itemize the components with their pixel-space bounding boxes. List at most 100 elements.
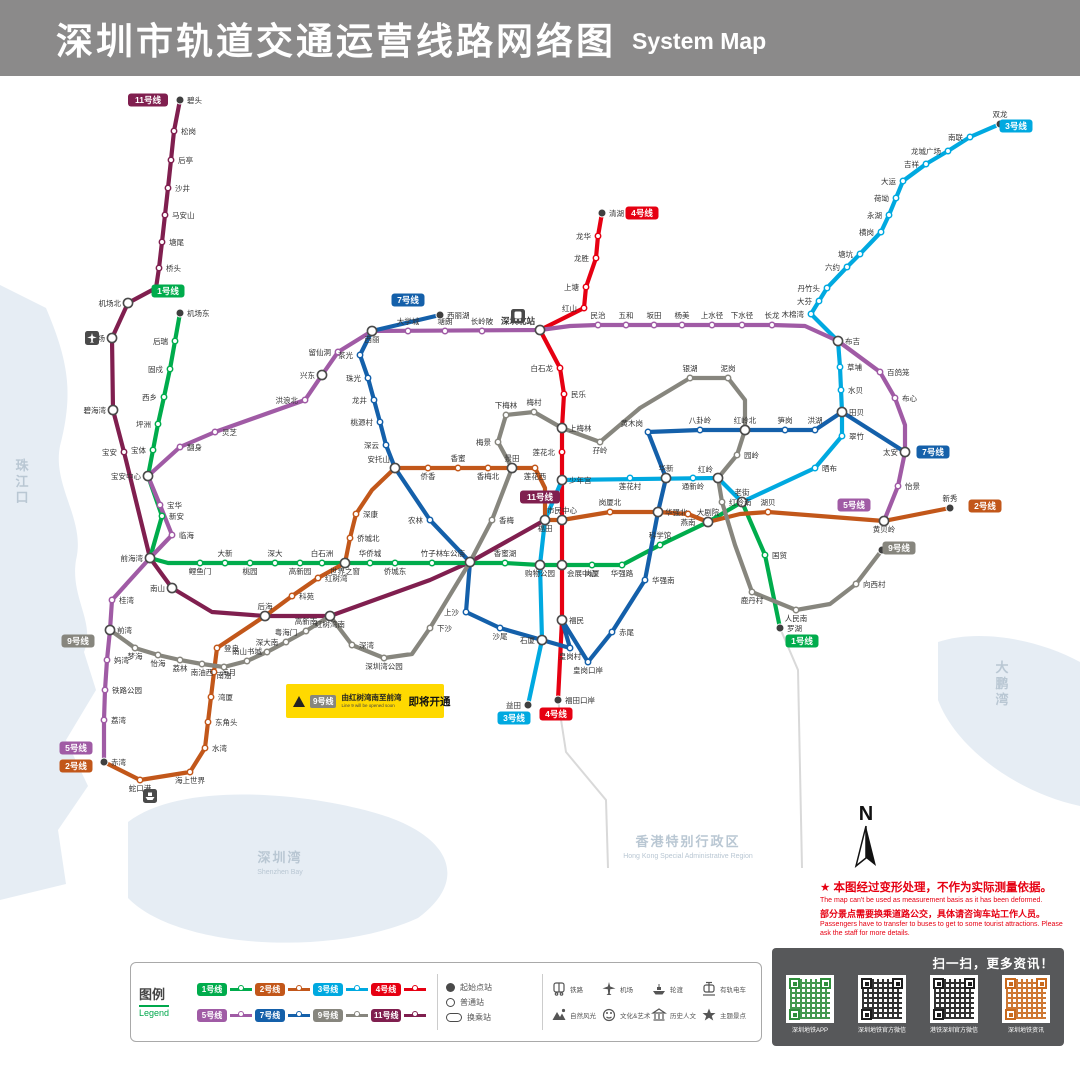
station-label: 沙尾 [493,632,508,641]
station [837,386,845,394]
line-sample [404,985,426,991]
station-interchange [836,406,848,418]
station-terminus [597,208,607,218]
theme-spot-icon [702,1008,716,1021]
station-label: 高新园 [289,566,312,576]
train-wheel [519,319,521,321]
facility-tram: 有轨电车 [701,981,751,997]
station-label: 宝华 [167,500,182,510]
station-interchange [556,422,568,434]
station [171,337,179,345]
station [494,438,502,446]
station-terminus [945,503,955,513]
line9-badge: 9号线 [310,694,337,708]
station [346,534,354,542]
station-label: 丹竹头 [798,283,821,293]
station-label: 大学城 [397,316,420,326]
station-label: 怡海 [151,658,166,668]
station-label: 红山 [562,303,577,313]
station-terminus [435,310,445,320]
station [684,510,692,518]
station [391,559,399,567]
qr-code-wechat: 深圳地铁官方微信 [854,975,910,1034]
station-label: 后瑞 [153,336,168,346]
station-label: 荷坳 [874,193,889,203]
station [815,297,823,305]
station-interchange [739,424,751,436]
station-interchange [556,514,568,526]
station [334,348,342,356]
station-label: 深云 [364,441,379,450]
station-label: 茶光 [338,350,353,360]
ferry-icon [653,984,665,995]
station-label: 碧海湾 [84,405,107,415]
station-label: 益田 [506,700,521,710]
station-sample-dot [354,1011,360,1017]
station-label: 大运 [881,176,896,186]
station-interchange [556,474,568,486]
plane-glyph [87,333,97,343]
station [176,656,184,664]
station [196,559,204,567]
station-label: 荔林 [173,663,188,673]
station [167,156,175,164]
tram-icon [703,981,715,996]
qr-panel: 扫一扫，更多资讯！ 深圳地铁APP 深圳地铁官方微信 港铁深圳官方微信 深圳地铁… [772,948,1064,1046]
notice-status: 即将开通 [408,695,451,708]
station-interchange [832,335,844,347]
culture-art-icon [602,1008,616,1022]
station [352,510,360,518]
station-label: 香梅北 [477,471,500,481]
station [158,512,166,520]
legend-line-1: 1号线 [197,982,255,996]
station-label: 福民 [569,616,584,625]
station-label: 南联 [948,132,963,142]
station [204,718,212,726]
station-label: 通新岭 [682,481,705,491]
water-label-en: Hong Kong Special Administrative Region [623,853,753,860]
station [213,644,221,652]
station-label: 梅景 [476,437,491,447]
station-label: 荔湾 [111,715,126,725]
station-interchange [878,515,890,527]
station-interchange [534,324,546,336]
station-label: 湾厦 [218,692,233,702]
station-interchange [899,446,911,458]
station-label: 固戍 [148,364,163,374]
station [502,411,510,419]
station-label: 华侨城 [359,548,382,558]
station-terminus [175,308,185,318]
station-label: 东角头 [215,717,238,727]
line-sample [288,1011,310,1017]
station [108,596,116,604]
station-label: 湖贝 [761,498,776,507]
compass: N [844,804,888,873]
station [314,574,322,582]
legend-line-list: 1号线 2号线 3号线 4号线 5号线 7号线 9号线 11号线 [197,976,429,1028]
station [761,551,769,559]
metro-line-9 [107,375,885,670]
station-label: 前海湾 [121,553,144,563]
station [501,559,509,567]
station-label: 横岗 [859,227,874,237]
station-label: 老街 [735,487,750,497]
line-badge [61,634,95,648]
station-label: 白石龙 [531,363,554,373]
station-label: 香蜜湖 [494,548,517,558]
ferry-cabin [148,792,152,796]
line-badge-label: 4号线 [631,208,653,218]
station-label: 深圳湾公园 [365,661,403,671]
station [748,588,756,596]
station [156,501,164,509]
station [843,263,851,271]
station-terminus [99,757,109,767]
station-label: 长龙 [765,310,780,320]
station-label: 泥岗 [721,364,736,373]
nature-icon [552,1008,566,1020]
station-label: 皇岗口岸 [573,665,603,675]
station-label: 木棉湾 [782,309,805,319]
interchange-station-icon [446,1012,462,1022]
station [136,776,144,784]
station [166,365,174,373]
station-label: 红岭南 [729,497,752,507]
